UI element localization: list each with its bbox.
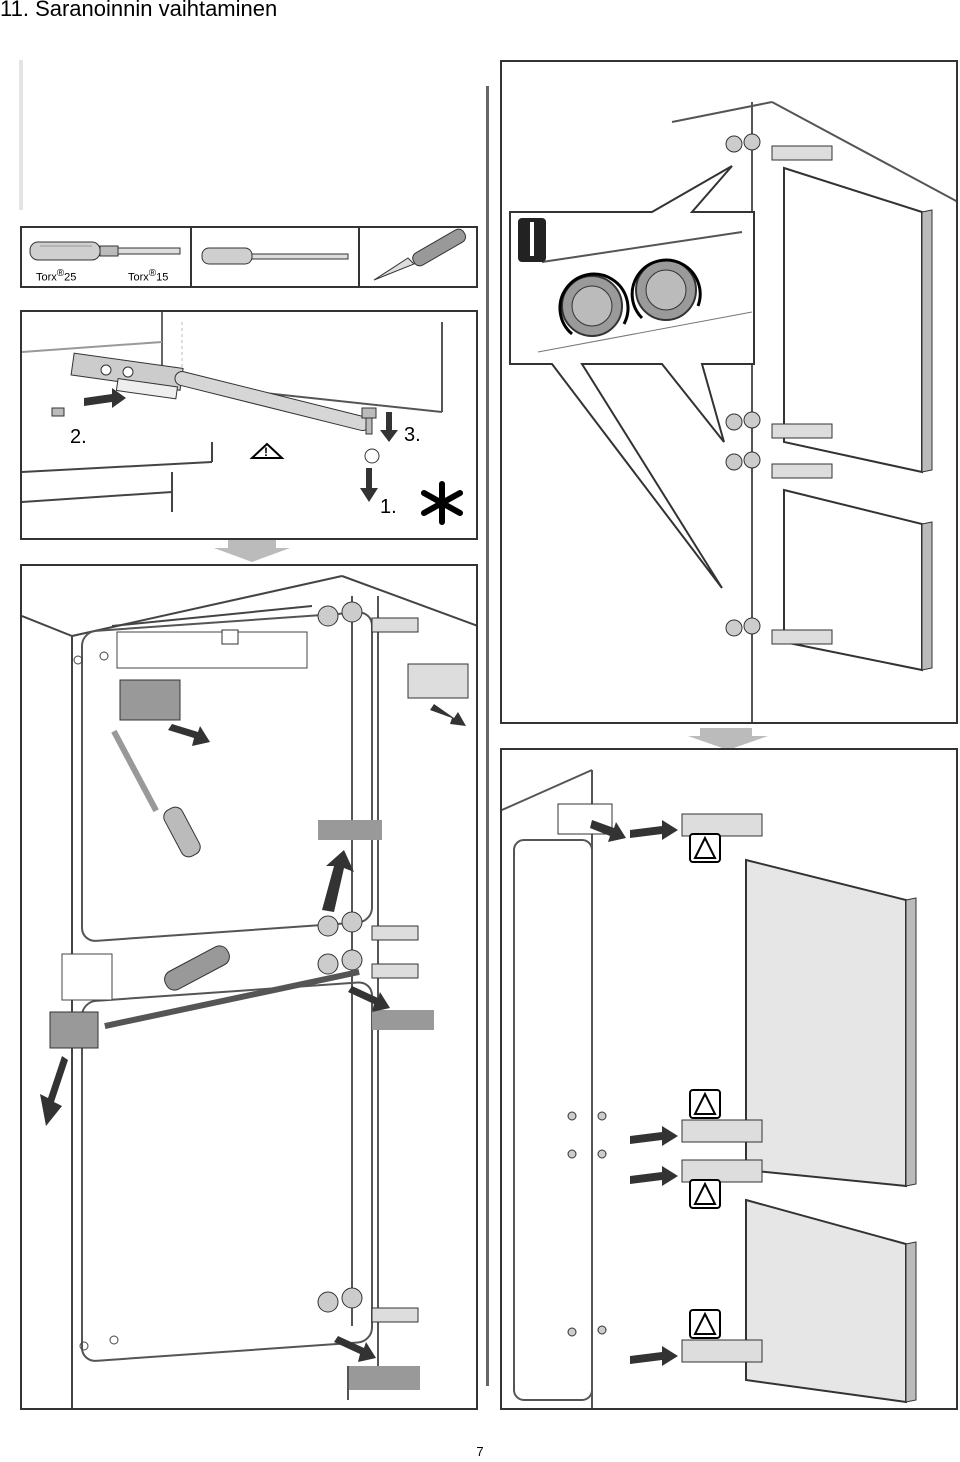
step-3-label: 3. xyxy=(404,424,421,446)
hinge-top xyxy=(725,133,833,161)
hinge-middle xyxy=(725,411,833,479)
flat-screwdriver-icon xyxy=(201,247,349,265)
door-mount-illustration xyxy=(502,769,917,1408)
tools-strip: Torx®25 Torx®15 xyxy=(20,226,478,288)
door-hinge-illustration xyxy=(509,101,956,722)
hinge-group-mid xyxy=(317,911,419,979)
tool-cell-putty-knife xyxy=(360,228,476,286)
step-1-label: 1. xyxy=(380,496,397,518)
step-2-label: 2. xyxy=(70,426,87,448)
left-margin-bar xyxy=(19,60,23,210)
cabinet-illustration xyxy=(22,575,476,1408)
asterisk-icon xyxy=(421,481,463,525)
page-number: 7 xyxy=(476,1444,484,1459)
panel-hinge-detail xyxy=(500,60,958,724)
tool-cell-flat-screwdriver xyxy=(192,228,360,286)
page-title: 11. Saranoinnin vaihtaminen xyxy=(0,0,278,21)
panel-remove-damper: ! 2. 3. 1. xyxy=(20,310,478,540)
panel-mount-doors xyxy=(500,748,958,1410)
tool-cell-torx: Torx®25 Torx®15 xyxy=(22,228,192,286)
damper-illustration: ! xyxy=(22,312,463,525)
column-divider xyxy=(486,86,489,1386)
torx-15-label: Torx®15 xyxy=(128,268,169,284)
warning-triangle-icon xyxy=(693,835,717,1335)
putty-knife-icon xyxy=(373,228,467,281)
svg-text:!: ! xyxy=(264,445,268,459)
torx-screwdriver-icon xyxy=(29,241,181,261)
torx-25-label: Torx®25 xyxy=(36,268,77,284)
hinge-bottom xyxy=(725,617,833,645)
panel-remove-hinges xyxy=(20,564,478,1410)
